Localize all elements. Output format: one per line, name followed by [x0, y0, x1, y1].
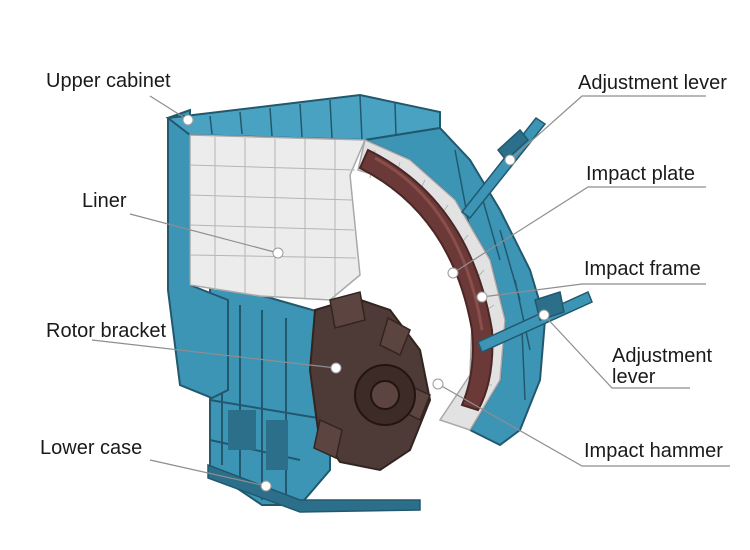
label-adjustment-lever-top: Adjustment lever: [578, 72, 727, 94]
label-adjustment-lever-bottom: Adjustment lever: [612, 346, 742, 388]
impact-frame-ribs: [454, 149, 531, 401]
impact-plate-inner: [374, 156, 484, 331]
marker-impact-plate-icon: [447, 267, 459, 279]
rotor-shaft: [370, 380, 400, 410]
label-impact-frame: Impact frame: [584, 258, 701, 280]
label-lower-case: Lower case: [40, 437, 143, 459]
leader-rotor-bracket: [91, 339, 337, 369]
label-rotor-bracket: Rotor bracket: [46, 320, 167, 342]
leader-impact-frame: [481, 283, 706, 298]
leader-adjustment-lever-top: [509, 95, 706, 161]
upper-cabinet-top: [165, 93, 441, 142]
label-adjustment-lever-bottom-line2: lever: [612, 366, 656, 388]
marker-upper-cabinet-icon: [182, 114, 194, 126]
marker-liner-icon: [272, 247, 284, 259]
leader-upper-cabinet: [149, 95, 189, 121]
liner-grid: [189, 137, 357, 300]
marker-adjustment-lever-top-icon: [504, 154, 516, 166]
leader-impact-plate: [452, 186, 706, 274]
leader-lines: [91, 95, 730, 487]
label-adjustment-lever-bottom-line1: Adjustment: [612, 345, 713, 367]
marker-impact-hammer-icon: [432, 378, 444, 390]
lower-case-slot: [228, 410, 256, 450]
marker-adjustment-lever-bottom-icon: [538, 309, 550, 321]
leader-liner: [129, 213, 279, 254]
adjustment-lever-top-bracket: [496, 128, 530, 162]
rotor-hammer-blocks: [313, 291, 431, 460]
marker-impact-frame-icon: [476, 291, 488, 303]
upper-cabinet-top-ribs: [209, 95, 397, 141]
lower-case-slot: [266, 420, 288, 470]
leader-impact-hammer: [437, 383, 730, 467]
markers: [182, 114, 550, 492]
marker-lower-case-icon: [260, 480, 272, 492]
label-impact-hammer: Impact hammer: [584, 440, 723, 462]
liner-back-wall: [189, 134, 367, 301]
impact-plate-shape: [358, 148, 494, 412]
label-liner: Liner: [82, 190, 127, 212]
label-impact-plate: Impact plate: [586, 163, 695, 185]
lower-case-foot: [207, 463, 421, 513]
marker-rotor-bracket-icon: [330, 362, 342, 374]
leader-lower-case: [149, 459, 267, 487]
label-upper-cabinet: Upper cabinet: [46, 70, 171, 92]
leader-adjustment-lever-bottom: [543, 314, 690, 389]
